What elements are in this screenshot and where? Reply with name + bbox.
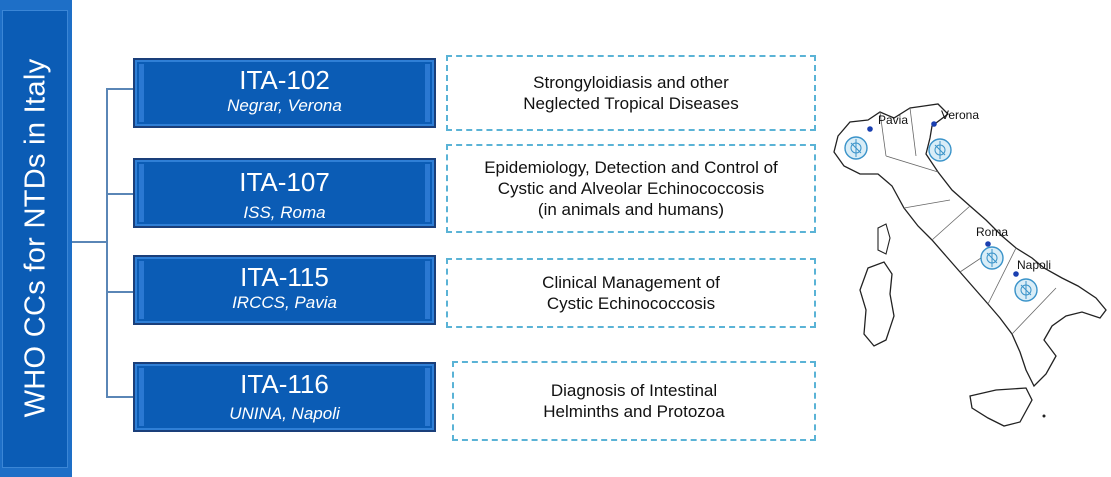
sicily-outline <box>969 387 1033 427</box>
topic-box-ita-115: Clinical Management of Cystic Echinococc… <box>446 258 816 328</box>
sidebar-title-bar: WHO CCs for NTDs in Italy <box>0 0 72 477</box>
who-emblem-icon <box>1014 278 1038 302</box>
centre-box-ita-107: ITA-107 ISS, Roma <box>133 158 436 228</box>
italy-map: Pavia Verona Roma Napoli <box>833 103 1107 427</box>
centre-box-ita-115: ITA-115 IRCCS, Pavia <box>133 255 436 325</box>
who-emblem-icon <box>844 136 868 160</box>
region-borders <box>879 107 1057 335</box>
city-label-napoli: Napoli <box>1017 258 1051 272</box>
centre-code: ITA-115 <box>240 262 329 292</box>
centre-location: UNINA, Napoli <box>229 404 340 423</box>
city-label-pavia: Pavia <box>878 113 908 127</box>
topic-box-ita-116: Diagnosis of Intestinal Helminths and Pr… <box>452 361 816 441</box>
sidebar-title-panel <box>2 10 68 468</box>
centre-location: ISS, Roma <box>243 203 326 222</box>
connector-branch-2 <box>106 193 134 195</box>
centre-box-ita-116: ITA-116 UNINA, Napoli <box>133 362 436 432</box>
centre-box-ita-102: ITA-102 Negrar, Verona <box>133 58 436 128</box>
connector-branch-4 <box>106 396 134 398</box>
corsica-outline <box>877 223 891 255</box>
city-dot-napoli <box>1013 271 1019 277</box>
centre-location: Negrar, Verona <box>227 96 342 115</box>
centre-code: ITA-116 <box>240 369 329 399</box>
sardinia-outline <box>859 261 895 347</box>
connector-branch-1 <box>106 88 134 90</box>
centre-code: ITA-102 <box>239 65 330 95</box>
topic-box-ita-107: Epidemiology, Detection and Control of C… <box>446 144 816 233</box>
city-dot-verona <box>931 121 937 127</box>
centre-code: ITA-107 <box>239 167 330 197</box>
city-label-roma: Roma <box>976 225 1008 239</box>
city-label-verona: Verona <box>941 108 979 122</box>
city-dot-roma <box>985 241 991 247</box>
who-emblem-icon <box>980 246 1004 270</box>
connector-trunk <box>106 88 108 397</box>
connector-branch-3 <box>106 291 134 293</box>
connector-stem <box>72 241 107 243</box>
who-emblem-icon <box>928 138 952 162</box>
sidebar-title: WHO CCs for NTDs in Italy <box>19 58 52 418</box>
centre-location: IRCCS, Pavia <box>232 293 337 312</box>
city-dot-pavia <box>867 126 873 132</box>
island-dot <box>1042 414 1046 418</box>
topic-box-ita-102: Strongyloidiasis and other Neglected Tro… <box>446 55 816 131</box>
